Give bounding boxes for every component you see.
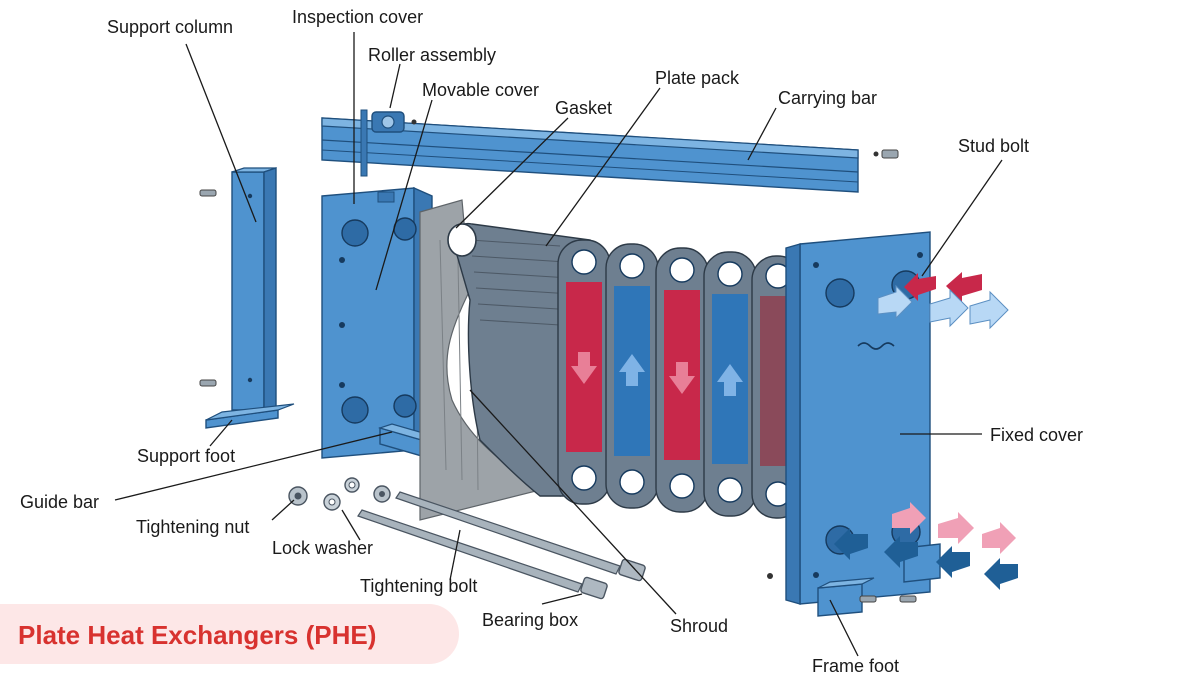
- hot-outlet-arrows: [892, 502, 1016, 554]
- label-fixed-cover: Fixed cover: [990, 425, 1083, 445]
- label-movable-cover: Movable cover: [422, 80, 539, 100]
- movable-cover: [321, 186, 433, 459]
- bearing-boxes: [580, 558, 646, 600]
- cold-inlet-arrows: [834, 528, 1018, 590]
- label-support-foot: Support foot: [137, 446, 235, 466]
- support-foot: [205, 403, 295, 429]
- support-column: [231, 167, 277, 411]
- tightening-nuts: [288, 485, 391, 506]
- label-roller-assembly: Roller assembly: [368, 45, 496, 65]
- tightening-bolts: [357, 491, 621, 593]
- fixed-cover: [785, 231, 931, 605]
- cold-outlet-arrows: [877, 284, 1009, 330]
- flow-arrows-plates: [571, 352, 743, 396]
- label-lock-washer: Lock washer: [272, 538, 373, 558]
- label-carrying-bar: Carrying bar: [778, 88, 877, 108]
- label-shroud: Shroud: [670, 616, 728, 636]
- label-inspection-cover: Inspection cover: [292, 7, 423, 27]
- label-gasket: Gasket: [555, 98, 612, 118]
- title-badge: Plate Heat Exchangers (PHE): [0, 604, 459, 664]
- stud-bolts: [767, 573, 917, 603]
- label-frame-foot: Frame foot: [812, 656, 899, 676]
- label-guide-bar: Guide bar: [20, 492, 99, 512]
- label-bearing-box: Bearing box: [482, 610, 578, 630]
- label-plate-pack: Plate pack: [655, 68, 740, 88]
- title-badge-text: Plate Heat Exchangers (PHE): [18, 620, 377, 650]
- carrying-bar: [321, 117, 859, 193]
- inspection-cover-rod: [360, 109, 368, 177]
- label-tightening-nut: Tightening nut: [136, 517, 249, 537]
- support-column-bolts: [199, 189, 217, 387]
- label-support-column: Support column: [107, 17, 233, 37]
- lock-washers: [323, 477, 360, 511]
- leader-lines: [114, 32, 1003, 657]
- frame-foot: [817, 543, 941, 617]
- label-tightening-bolt: Tightening bolt: [360, 576, 477, 596]
- label-stud-bolt: Stud bolt: [958, 136, 1029, 156]
- carrying-bar-bolt: [873, 149, 899, 159]
- roller-assembly: [371, 111, 417, 133]
- hot-inlet-arrows: [904, 272, 982, 302]
